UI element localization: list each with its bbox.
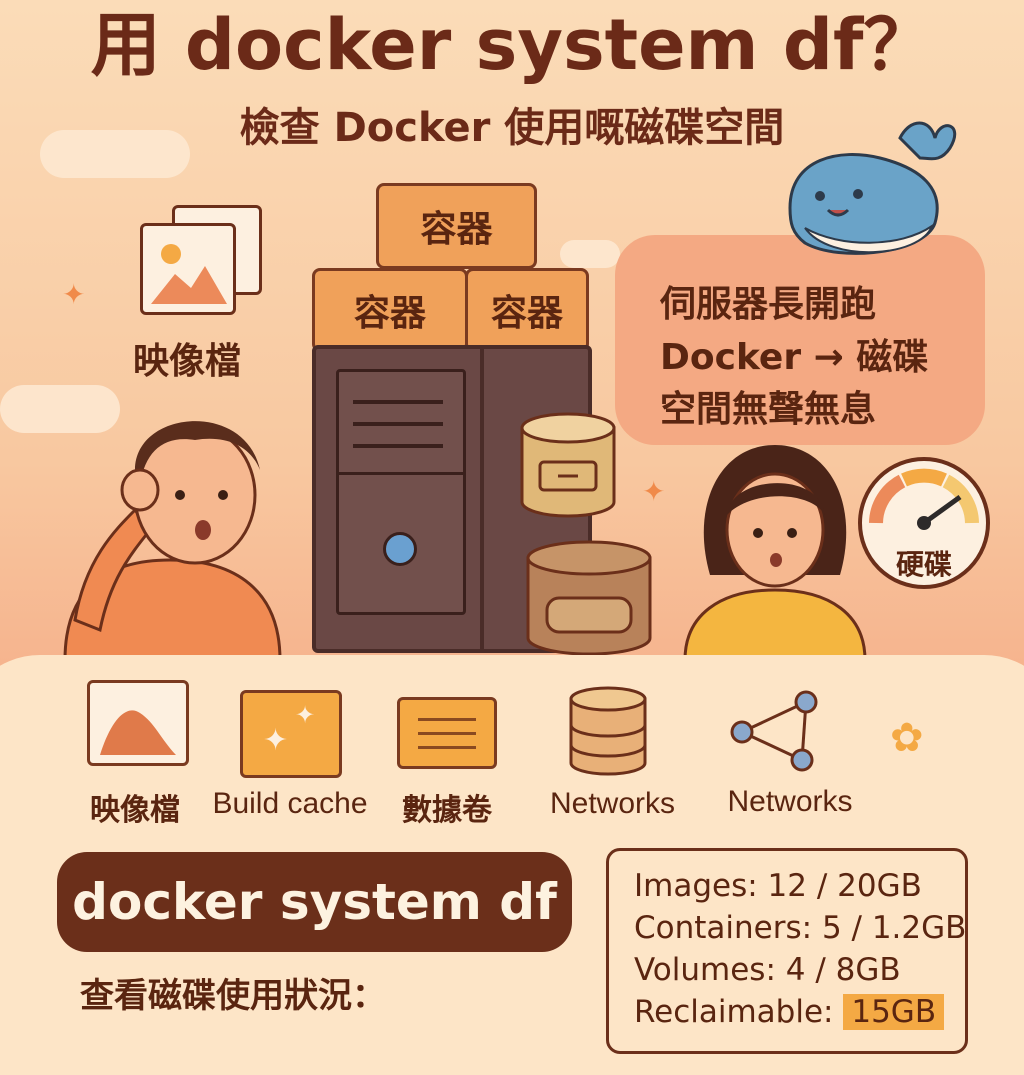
server-panel (336, 369, 466, 615)
sparkle-icon: ✦ (642, 475, 666, 508)
container-box-top: 容器 (376, 183, 537, 269)
database-cylinder-icon (518, 410, 618, 520)
worried-woman-illustration (680, 445, 870, 662)
images-illustration (140, 205, 262, 315)
stat-reclaimable: Reclaimable: 15GB (634, 994, 945, 1030)
page-subtitle: 檢查 Docker 使用嘅磁碟空間 (239, 105, 785, 151)
cloud-decoration (560, 240, 620, 268)
page-title: 用 docker system df？ (90, 4, 934, 86)
category-label-networks-1: Networks (549, 787, 676, 820)
command-caption: 查看磁碟使用狀況： (80, 976, 386, 1016)
category-label-images: 映像檔 (90, 793, 180, 828)
stat-images: Images: 12 / 20GB (634, 868, 922, 904)
stat-volumes: Volumes: 4 / 8GB (634, 952, 901, 988)
category-label-volumes: 數據卷 (402, 793, 492, 828)
cloud-decoration (40, 130, 190, 178)
gauge-label: 硬碟 (895, 548, 952, 581)
docker-whale-icon (780, 118, 970, 268)
category-label-networks-2: Networks (727, 785, 853, 818)
volume-icon (397, 697, 497, 769)
power-button-icon (383, 532, 417, 566)
image-icon (140, 223, 236, 315)
stat-reclaimable-label: Reclaimable: (634, 994, 834, 1030)
sparkle-icon: ✦ ✦ (240, 690, 342, 778)
bubble-line-1: 伺服器長開跑 (660, 284, 877, 325)
command-pill: docker system df (57, 852, 572, 952)
category-label-build-cache: Build cache (212, 787, 368, 820)
container-box-left: 容器 (312, 268, 468, 352)
database-icon (568, 685, 648, 777)
images-label: 映像檔 (133, 341, 242, 382)
speech-bubble (615, 235, 985, 445)
stat-containers: Containers: 5 / 1.2GB (634, 910, 967, 946)
flower-decoration-icon: ✿ (890, 715, 924, 761)
container-box-right: 容器 (465, 268, 589, 352)
confused-man-illustration (55, 390, 290, 662)
disk-gauge: 硬碟 (858, 457, 990, 589)
bubble-line-2: Docker → 磁碟 (660, 337, 929, 378)
network-icon (728, 688, 824, 774)
sparkle-icon: ✦ (62, 278, 86, 311)
image-icon (87, 680, 189, 766)
stat-reclaimable-value: 15GB (843, 994, 945, 1030)
bubble-line-3: 空間無聲無息 (660, 389, 877, 430)
cloud-decoration (0, 385, 120, 433)
disk-cylinder-icon (525, 538, 653, 658)
